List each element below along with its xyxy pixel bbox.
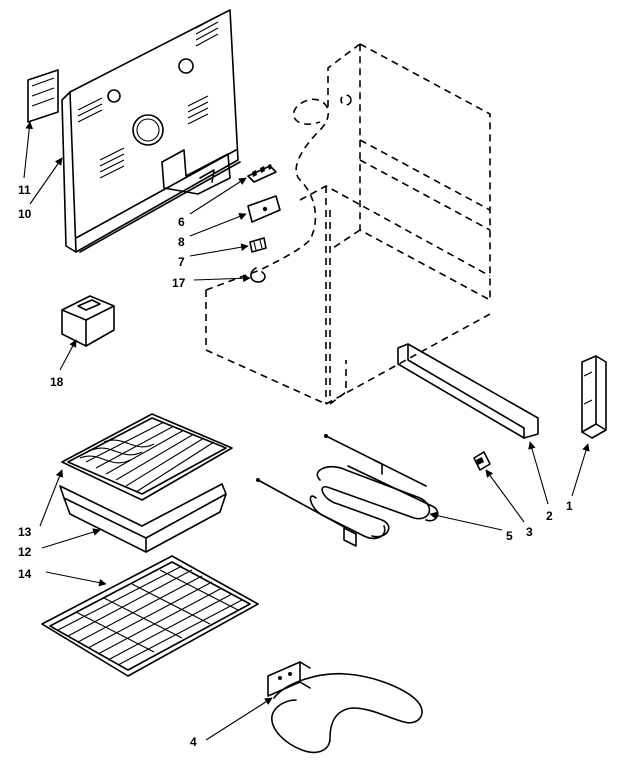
callout-12: 12	[18, 545, 32, 559]
oven-cavity-outline	[205, 42, 491, 405]
callout-2: 2	[546, 509, 553, 523]
callout-17: 17	[172, 276, 186, 290]
part-3-clip	[473, 451, 491, 471]
part-1-end-bracket	[581, 355, 607, 439]
part-13-broiler-grid	[61, 413, 233, 501]
part-17-wire-loop	[250, 267, 266, 283]
part-11-bracket	[27, 69, 59, 123]
callout-labels: 11 10 6 8 7 17 18 13 12 14 5 3 2 1 4	[18, 183, 573, 749]
part-8-block	[247, 195, 281, 223]
callout-5: 5	[506, 529, 513, 543]
part-2-side-rail	[397, 343, 539, 439]
part-12-broiler-pan	[59, 483, 227, 553]
callout-13: 13	[18, 525, 32, 539]
part-10-back-panel	[61, 9, 241, 253]
part-4-broil-element	[267, 661, 423, 754]
callout-7: 7	[178, 255, 185, 269]
part-18-switch-box	[61, 295, 115, 347]
callout-14: 14	[18, 567, 32, 581]
callout-8: 8	[178, 235, 185, 249]
callout-3: 3	[526, 525, 533, 539]
callout-10: 10	[18, 207, 32, 221]
part-6-terminal-block	[247, 164, 277, 183]
part-7-clip	[249, 237, 267, 253]
part-5-bake-element	[256, 434, 439, 547]
callout-6: 6	[178, 215, 185, 229]
callout-11: 11	[18, 183, 31, 197]
leader-lines	[23, 121, 590, 741]
part-14-oven-rack	[41, 555, 259, 677]
callout-18: 18	[50, 375, 64, 389]
callout-1: 1	[566, 499, 573, 513]
callout-4: 4	[190, 735, 197, 749]
